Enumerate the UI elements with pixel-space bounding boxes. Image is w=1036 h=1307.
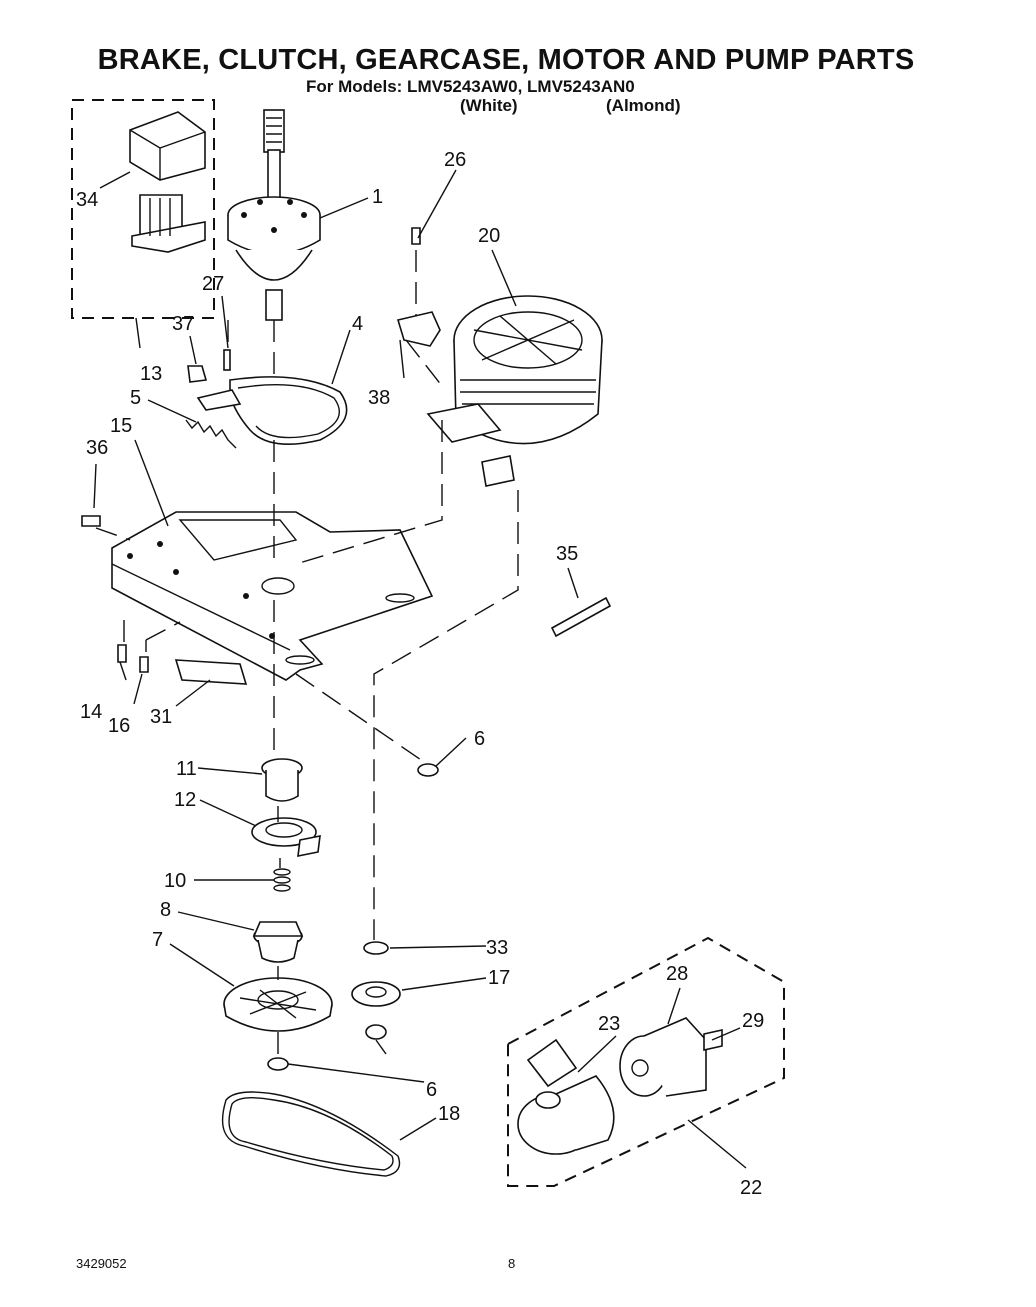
callout-27: 27 <box>202 273 224 295</box>
callout-23: 23 <box>598 1013 620 1035</box>
part-16-screw <box>139 656 149 673</box>
callout-20: 20 <box>478 225 500 247</box>
part-6-nut-upper <box>417 763 439 777</box>
part-26-screw <box>411 227 421 245</box>
callout-38: 38 <box>368 387 390 409</box>
color-almond-label: (Almond) <box>606 96 681 115</box>
part-20-motor <box>426 295 603 487</box>
callout-22: 22 <box>740 1177 762 1199</box>
part-11-bushing <box>261 758 303 802</box>
part-10-spring <box>273 868 291 892</box>
callout-8: 8 <box>160 899 171 921</box>
part-12-flange <box>251 817 321 858</box>
part-35-tie-wrap <box>550 596 612 638</box>
callout-17: 17 <box>488 967 510 989</box>
kit-22-dashed-box <box>507 936 785 1187</box>
part-5-spring <box>185 419 237 449</box>
document-number: 3429052 <box>76 1256 127 1271</box>
callout-4: 4 <box>352 313 363 335</box>
part-6-nut-motor <box>365 1024 387 1040</box>
part-31-pad <box>174 659 248 685</box>
part-4-brake-band <box>196 376 348 446</box>
callout-5: 5 <box>130 387 141 409</box>
part-8-clutch <box>252 921 304 963</box>
model-numbers: For Models: LMV5243AW0, LMV5243AN0 <box>306 77 635 96</box>
callout-13: 13 <box>140 363 162 385</box>
callout-35: 35 <box>556 543 578 565</box>
part-38-bracket <box>396 311 441 347</box>
callout-26: 26 <box>444 149 466 171</box>
part-17-motor-pulley <box>351 981 401 1007</box>
callout-31: 31 <box>150 706 172 728</box>
callout-10: 10 <box>164 870 186 892</box>
callout-1: 1 <box>372 186 383 208</box>
callout-6-upper: 6 <box>474 728 485 750</box>
leader-lines <box>93 169 747 1169</box>
callout-12: 12 <box>174 789 196 811</box>
callout-18: 18 <box>438 1103 460 1125</box>
part-1-gearcase <box>227 109 321 321</box>
part-34-relay <box>129 111 206 253</box>
page-number: 8 <box>508 1256 516 1271</box>
page-title: BRAKE, CLUTCH, GEARCASE, MOTOR AND PUMP … <box>97 44 915 76</box>
part-33-washer <box>363 941 389 955</box>
color-white-label: (White) <box>460 96 518 115</box>
callout-7: 7 <box>152 929 163 951</box>
part-6-nut-lower <box>267 1057 289 1071</box>
part-15-mount-plate <box>111 511 434 681</box>
kit-13-dashed-box <box>71 99 215 319</box>
part-14-screw <box>117 644 127 663</box>
callout-37: 37 <box>172 313 194 335</box>
callout-28: 28 <box>666 963 688 985</box>
callout-11: 11 <box>176 758 197 780</box>
callout-15: 15 <box>110 415 132 437</box>
callout-14: 14 <box>80 701 102 723</box>
part-18-belt <box>221 1091 401 1177</box>
part-7-pulley <box>223 977 333 1032</box>
part-23-pump <box>517 1038 615 1155</box>
callout-16: 16 <box>108 715 130 737</box>
part-27-pin <box>223 349 231 371</box>
callout-36: 36 <box>86 437 108 459</box>
callout-33: 33 <box>486 937 508 959</box>
callout-29: 29 <box>742 1010 764 1032</box>
callout-6-lower: 6 <box>426 1079 437 1101</box>
callout-34: 34 <box>76 189 98 211</box>
part-28-pump-motor <box>619 1017 707 1097</box>
part-37-clip <box>187 365 208 383</box>
part-36-bolt <box>81 515 101 527</box>
